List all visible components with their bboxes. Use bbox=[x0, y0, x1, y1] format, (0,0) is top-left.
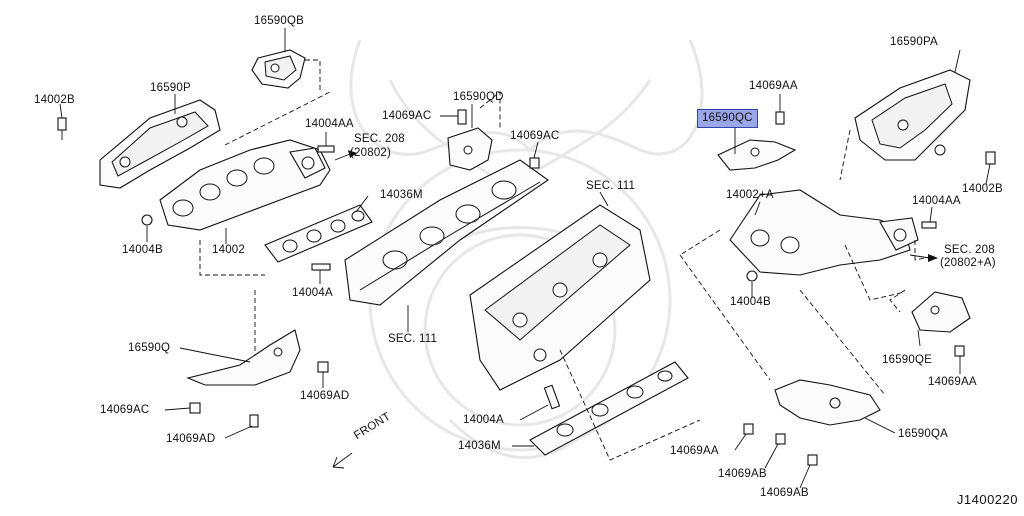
label-14069AC-top: 14069AC bbox=[382, 110, 432, 122]
label-16590QD: 16590QD bbox=[453, 91, 504, 103]
stud-14004AA-left[interactable] bbox=[317, 145, 335, 153]
label-14036M-bottom: 14036M bbox=[458, 440, 501, 452]
label-14002A: 14002+A bbox=[726, 189, 774, 201]
label-14069AA-top: 14069AA bbox=[749, 80, 798, 92]
label-20802A-right: (20802+A) bbox=[940, 257, 996, 269]
bolt-14069AB-2[interactable] bbox=[807, 454, 818, 466]
heat-shield-16590P[interactable] bbox=[99, 99, 221, 189]
label-sec208-left: SEC. 208 bbox=[354, 133, 405, 145]
label-14002B-right: 14002B bbox=[962, 183, 1003, 195]
gasket-14036M-bottom[interactable] bbox=[529, 361, 689, 456]
label-14069AA-bottom: 14069AA bbox=[670, 445, 719, 457]
bolt-14069AD-right[interactable] bbox=[317, 361, 329, 373]
heat-shield-16590QE[interactable] bbox=[911, 291, 971, 333]
label-14004AA-left: 14004AA bbox=[305, 118, 354, 130]
stud-14004A-left[interactable] bbox=[311, 263, 331, 271]
label-sec208-right: SEC. 208 bbox=[944, 244, 995, 256]
label-14004AA-right: 14004AA bbox=[912, 195, 961, 207]
exhaust-manifold-14002[interactable] bbox=[159, 139, 331, 231]
heat-shield-16590QA[interactable] bbox=[774, 379, 881, 426]
label-16590Q: 16590Q bbox=[128, 342, 171, 354]
label-sec111-mid: SEC. 111 bbox=[388, 333, 438, 345]
label-16590QA: 16590QA bbox=[898, 428, 948, 440]
exhaust-manifold-14002A[interactable] bbox=[729, 189, 919, 276]
bolt-14002B-right[interactable] bbox=[985, 151, 996, 165]
label-14004A-left: 14004A bbox=[292, 287, 333, 299]
label-20802-left: (20802) bbox=[350, 147, 392, 159]
label-16590QC-highlighted[interactable]: 16590QC bbox=[697, 109, 758, 128]
label-14004A-mid: 14004A bbox=[463, 414, 504, 426]
label-14069AA-right: 14069AA bbox=[928, 376, 977, 388]
bolt-14069AC-right[interactable] bbox=[529, 157, 540, 169]
bolt-14069AA-bottom[interactable] bbox=[743, 423, 754, 435]
label-16590QB: 16590QB bbox=[254, 15, 304, 27]
label-14069AC-bottom: 14069AC bbox=[100, 404, 150, 416]
label-16590PA: 16590PA bbox=[890, 36, 938, 48]
heat-shield-16590QC[interactable] bbox=[717, 139, 797, 171]
label-14002: 14002 bbox=[212, 244, 245, 256]
label-14069AD-bottom: 14069AD bbox=[166, 433, 216, 445]
arrow-sec208-left-icon bbox=[334, 150, 357, 161]
bolt-14069AC-bottom[interactable] bbox=[189, 402, 201, 414]
label-14002B-left: 14002B bbox=[34, 94, 75, 106]
arrow-sec208-right-icon bbox=[909, 254, 938, 262]
nut-14004B-left[interactable] bbox=[141, 214, 153, 226]
leader-lines bbox=[59, 28, 991, 489]
bolt-14069AB-1[interactable] bbox=[775, 433, 786, 445]
label-14069AB-2: 14069AB bbox=[760, 487, 809, 499]
label-14069AC-right: 14069AC bbox=[510, 130, 560, 142]
bolt-14069AA-right[interactable] bbox=[954, 345, 965, 357]
bolt-14069AC-top[interactable] bbox=[457, 109, 467, 125]
dashed-assembly-lines bbox=[199, 59, 936, 461]
label-14069AD-right: 14069AD bbox=[300, 390, 350, 402]
label-14004B-left: 14004B bbox=[122, 244, 163, 256]
heat-shield-16590Q[interactable] bbox=[186, 329, 301, 386]
stud-14004A-mid[interactable] bbox=[543, 384, 561, 410]
label-14036M-top: 14036M bbox=[380, 189, 423, 201]
catalog-code: J1400220 bbox=[956, 492, 1018, 507]
label-sec111-top: SEC. 111 bbox=[586, 180, 636, 192]
heat-shield-16590QD[interactable] bbox=[447, 127, 493, 171]
gasket-14036M-top[interactable] bbox=[264, 204, 373, 263]
heat-shield-16590QB[interactable] bbox=[251, 49, 306, 89]
label-14004B-right: 14004B bbox=[730, 296, 771, 308]
bolt-14069AD-bottom[interactable] bbox=[249, 414, 259, 428]
bolt-14002B-left[interactable] bbox=[57, 117, 67, 140]
label-16590P: 16590P bbox=[150, 82, 191, 94]
label-14069AB-1: 14069AB bbox=[718, 468, 767, 480]
cylinder-head-center bbox=[469, 204, 651, 391]
cylinder-head-left bbox=[344, 159, 549, 306]
stud-14004AA-right[interactable] bbox=[921, 221, 937, 229]
nut-14004B-right[interactable] bbox=[746, 270, 758, 282]
label-16590QE: 16590QE bbox=[882, 354, 932, 366]
front-arrow-icon bbox=[332, 452, 353, 469]
bolt-14069AA-top[interactable] bbox=[775, 111, 785, 125]
heat-shield-16590PA[interactable] bbox=[854, 69, 971, 161]
